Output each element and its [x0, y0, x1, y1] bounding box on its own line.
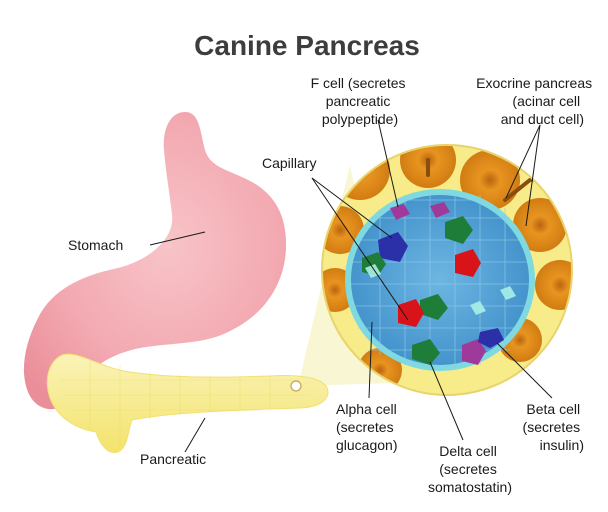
label-delta-line2: (secretes — [439, 461, 497, 477]
label-delta-line1: Delta cell — [439, 443, 497, 459]
stomach-shape — [23, 112, 287, 410]
label-alpha-line1: Alpha cell — [336, 401, 397, 417]
beta-cell-2 — [398, 299, 424, 327]
label-exocrine: Exocrine pancreas (acinar cell and duct … — [476, 75, 596, 127]
label-beta-cell: Beta cell (secretes insulin) — [523, 401, 584, 453]
f-cell-top2 — [430, 202, 450, 218]
label-stomach: Stomach — [68, 237, 123, 253]
f-cell-top — [390, 204, 410, 220]
alpha-cell-1 — [445, 216, 473, 244]
label-pancreatic: Pancreatic — [140, 451, 206, 467]
pancreas-focus-marker — [290, 380, 302, 392]
label-beta-line2: (secretes — [523, 419, 581, 435]
alpha-cell-4 — [412, 339, 440, 365]
alpha-cell-3 — [420, 294, 448, 320]
label-f-cell-line2: pancreatic — [326, 93, 391, 109]
label-exocrine-line2: (acinar cell — [512, 93, 580, 109]
label-f-cell: F cell (secretes pancreatic polypeptide) — [311, 75, 410, 127]
pancreas-texture — [60, 360, 310, 445]
delta-cell-1 — [378, 232, 408, 262]
islet-cells — [362, 202, 504, 365]
pancreas-shape — [46, 353, 329, 454]
label-f-cell-line1: F cell (secretes — [311, 75, 406, 91]
label-capillary: Capillary — [262, 155, 316, 171]
label-alpha-cell: Alpha cell (secretes glucagon) — [336, 401, 401, 453]
label-f-cell-line3: polypeptide) — [322, 111, 398, 127]
label-delta-line3: somatostatin) — [428, 479, 512, 495]
beta-cell-1 — [455, 249, 481, 277]
label-delta-cell: Delta cell (secretes somatostatin) — [428, 443, 512, 495]
diagram-title: Canine Pancreas — [194, 30, 420, 61]
label-exocrine-line3: and duct cell) — [501, 111, 584, 127]
label-exocrine-line1: Exocrine pancreas — [476, 75, 592, 91]
capillary-highlights — [365, 264, 516, 315]
label-beta-line3: insulin) — [540, 437, 584, 453]
f-cell-bottom — [462, 339, 486, 365]
leader-lines — [149, 119, 553, 453]
label-alpha-line2: (secretes — [336, 419, 394, 435]
label-beta-line1: Beta cell — [526, 401, 580, 417]
label-alpha-line3: glucagon) — [336, 437, 398, 453]
